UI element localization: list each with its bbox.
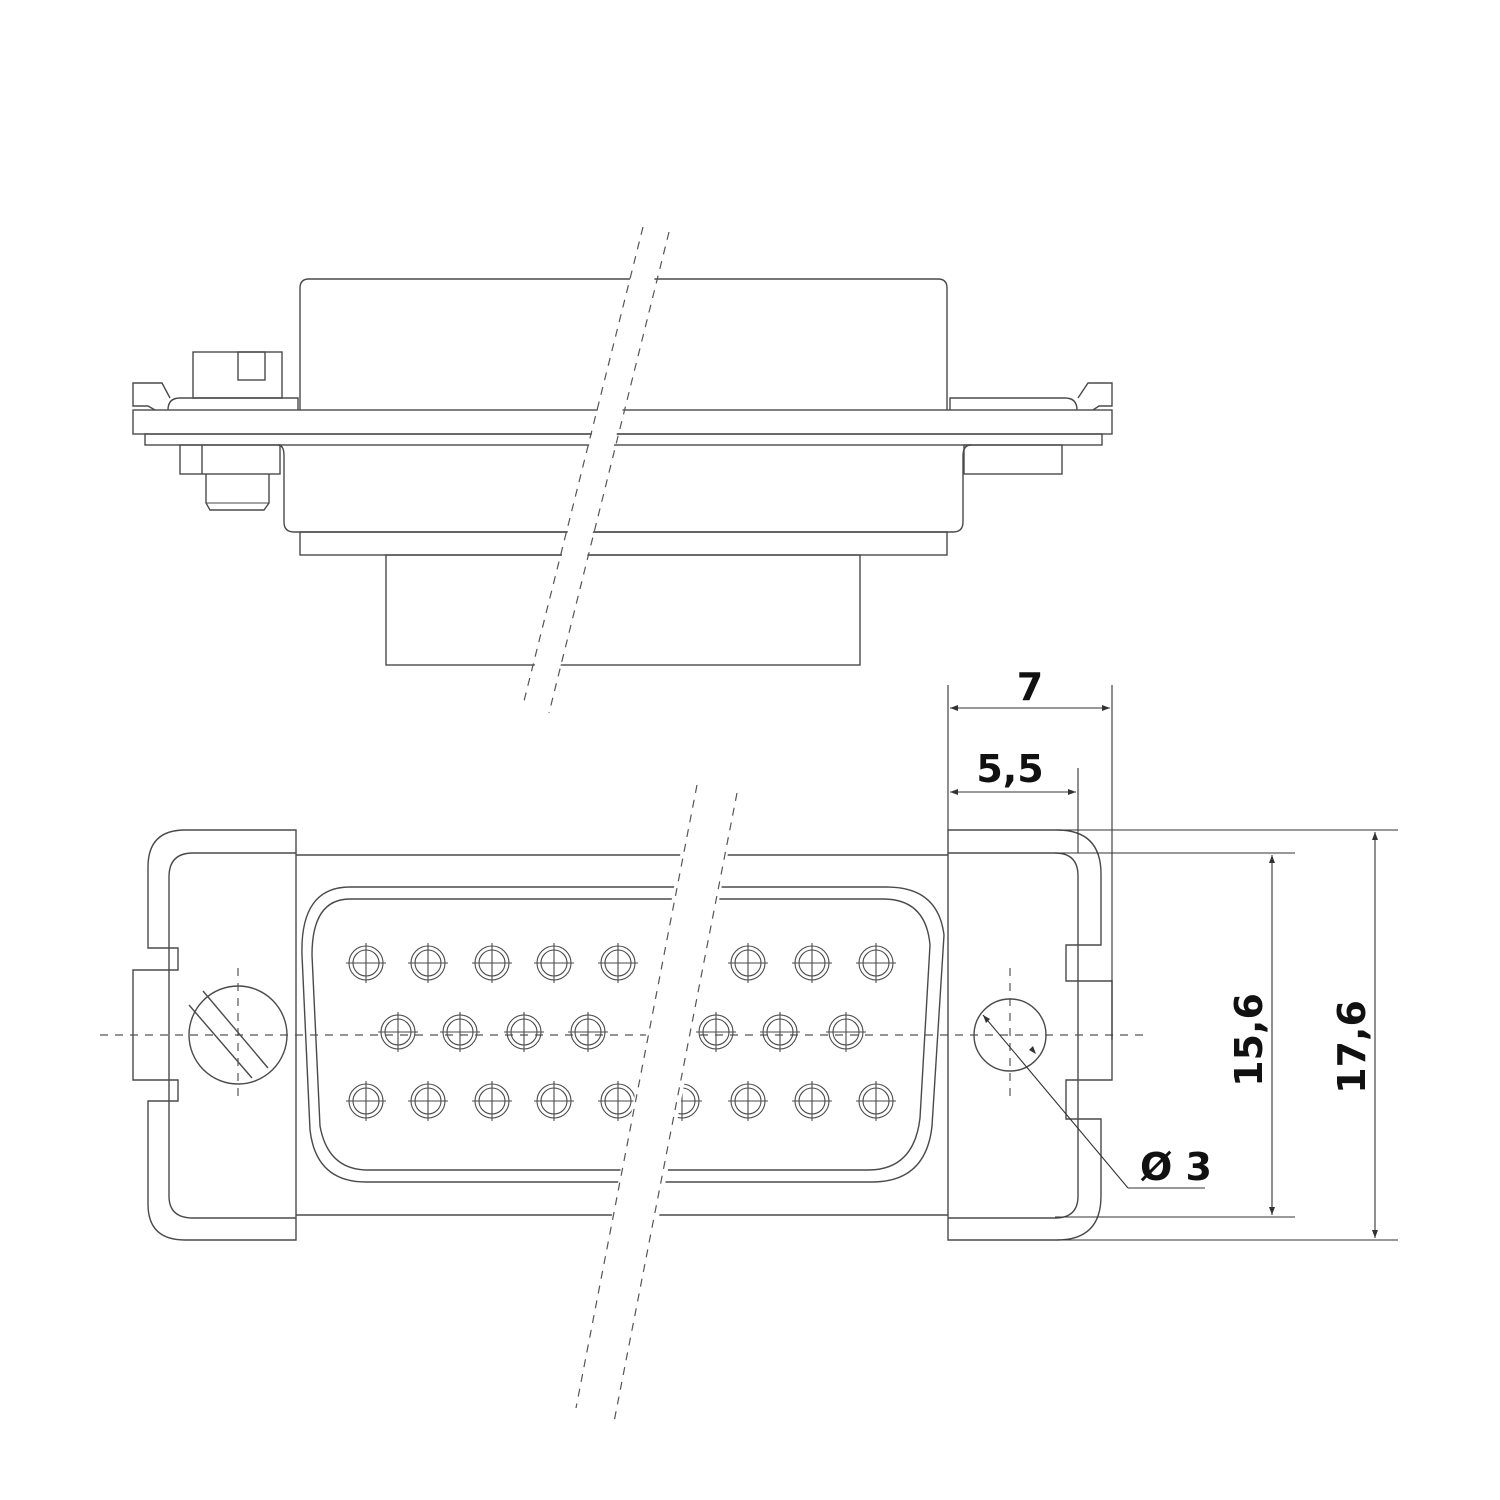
dimensions: 7 5,5 15,6 17,6 Ø 3 (947, 665, 1398, 1241)
dim-width-inner: 5,5 (976, 747, 1043, 791)
pin (696, 1012, 736, 1052)
pin (534, 1081, 574, 1121)
pin (760, 1012, 800, 1052)
pin (472, 943, 512, 983)
front-view (100, 782, 1145, 1423)
pin (728, 943, 768, 983)
pin (378, 1012, 418, 1052)
pin (346, 943, 386, 983)
dim-hole-diameter: Ø 3 (1140, 1145, 1212, 1189)
pin (856, 1081, 896, 1121)
pin (568, 1012, 608, 1052)
pin (472, 1081, 512, 1121)
side-view (132, 226, 1113, 714)
pin (534, 943, 574, 983)
pin (440, 1012, 480, 1052)
pin (346, 1081, 386, 1121)
pin (504, 1012, 544, 1052)
pin (408, 1081, 448, 1121)
pin (856, 943, 896, 983)
dim-width-total: 7 (1017, 665, 1043, 709)
pin (598, 943, 638, 983)
pin (792, 1081, 832, 1121)
pin (826, 1012, 866, 1052)
pin (792, 943, 832, 983)
dim-height-inner: 15,6 (1227, 993, 1271, 1087)
pin-grid (346, 943, 896, 1121)
pin (728, 1081, 768, 1121)
dim-height-total: 17,6 (1330, 1000, 1374, 1094)
pin (408, 943, 448, 983)
